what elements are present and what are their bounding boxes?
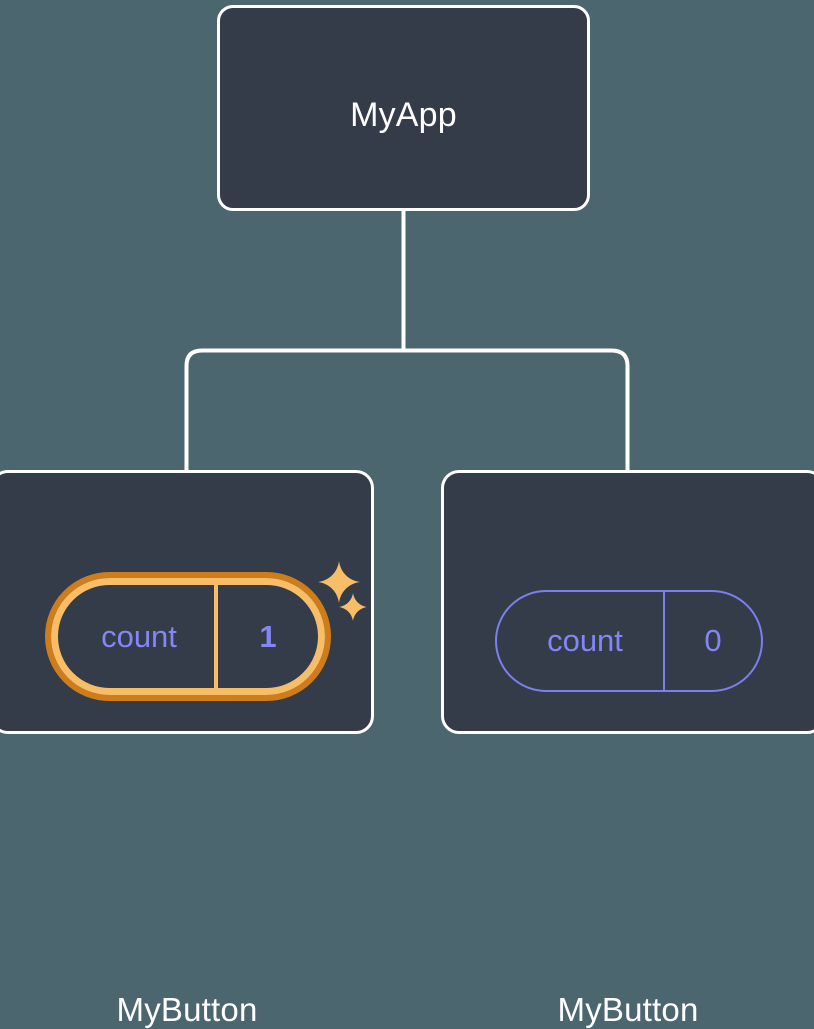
sparkle-icon-large <box>318 561 360 603</box>
state-pill-value-left: 1 <box>214 585 318 688</box>
state-pill-key-left: count <box>101 618 177 654</box>
state-pill-count-plain[interactable]: count 0 <box>495 590 763 692</box>
state-pill-value-right: 0 <box>663 592 761 690</box>
state-pill-key-right: count <box>547 623 623 658</box>
node-myapp-title: MyApp <box>350 96 457 134</box>
state-pill-count-highlighted[interactable]: count 1 <box>45 572 331 701</box>
node-myapp[interactable]: MyApp <box>217 5 590 211</box>
sparkle-icon-small <box>339 593 367 621</box>
node-mybutton-right-title: MyButton <box>557 991 699 1028</box>
component-tree-diagram: MyApp MyButton count 1 MyButton count 0 <box>0 5 814 1028</box>
node-mybutton-left-title: MyButton <box>116 991 258 1028</box>
state-pill-inner-ring: count 1 <box>51 578 325 695</box>
